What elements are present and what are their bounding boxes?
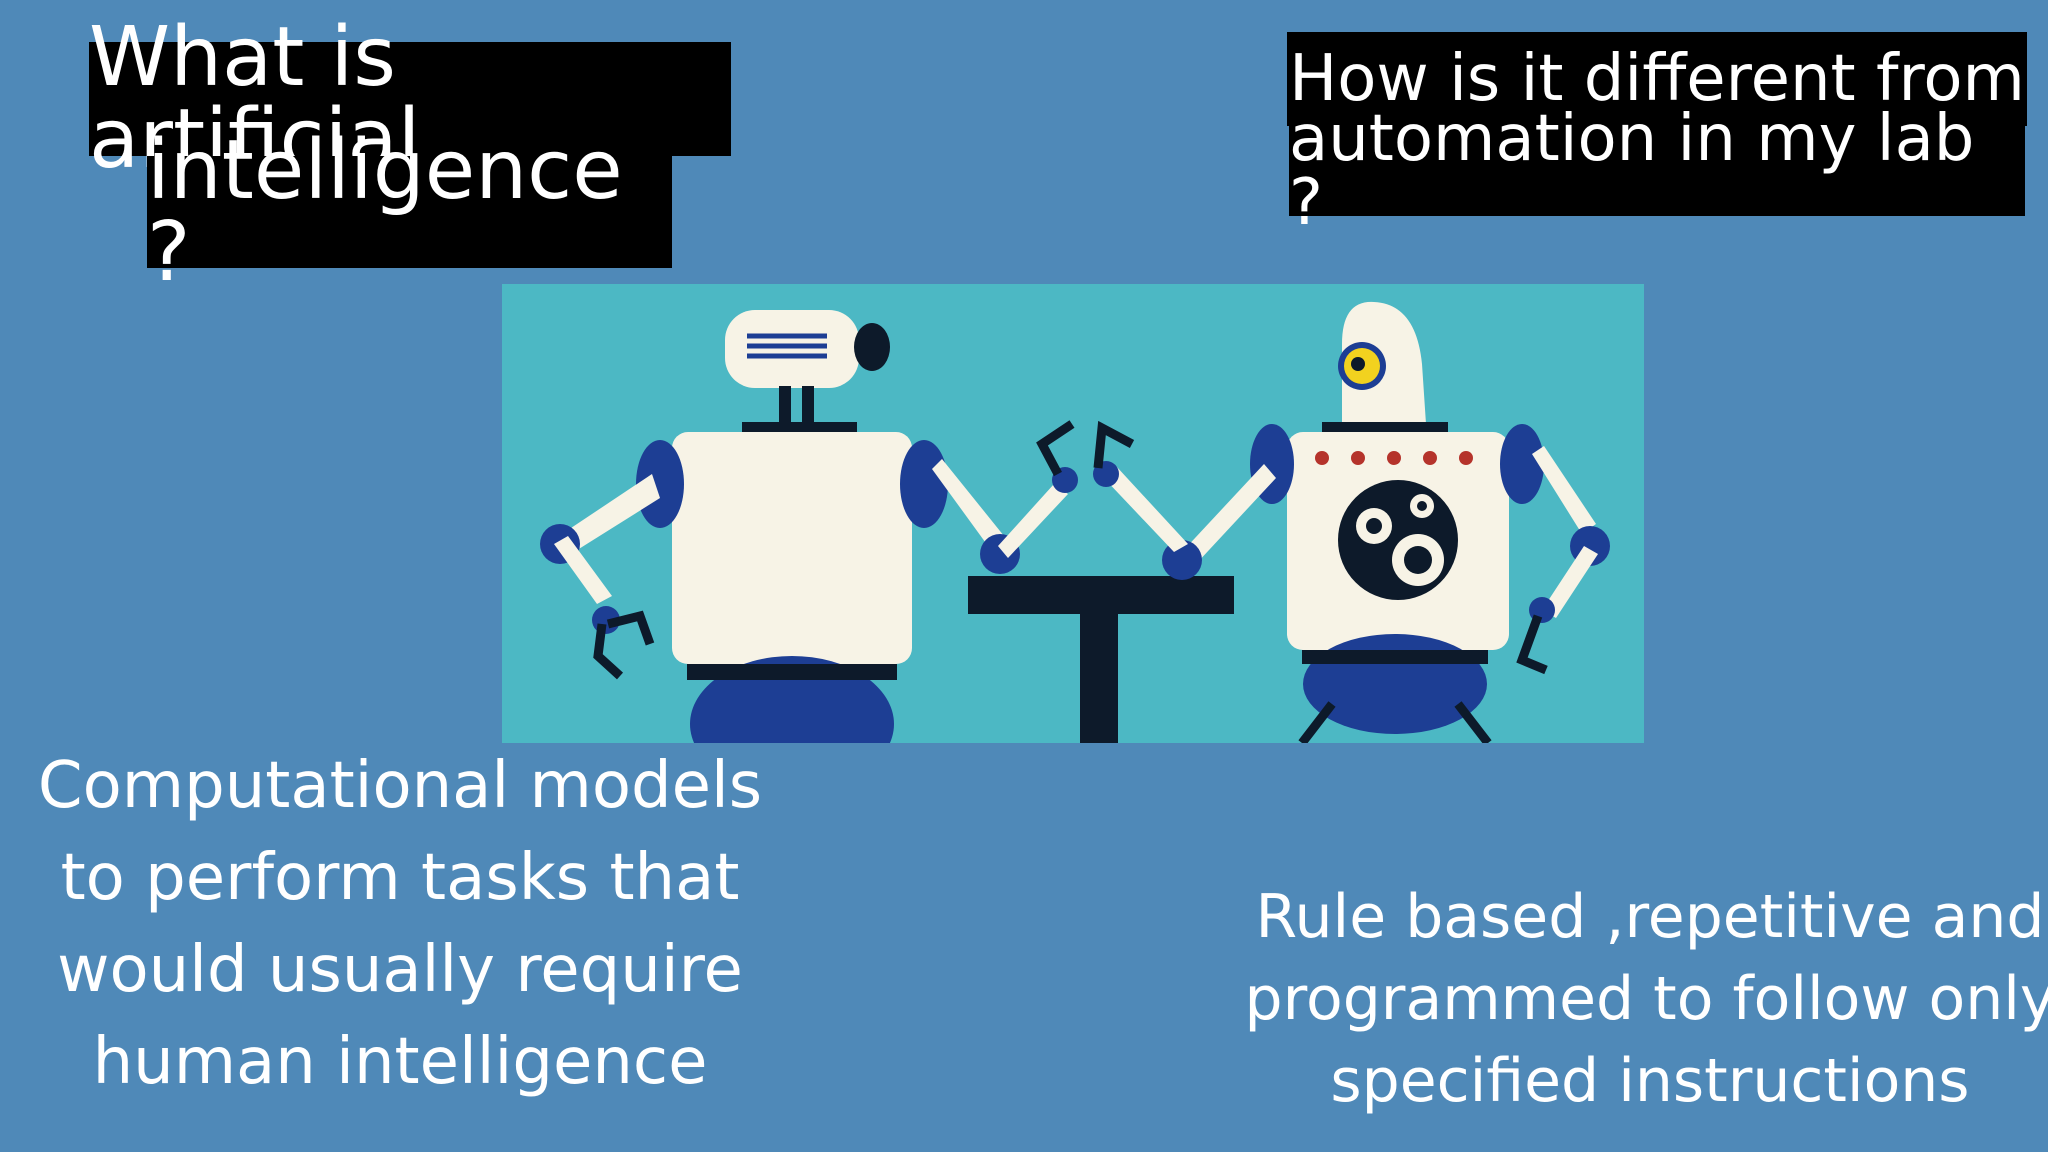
answer-ai-line-2: to perform tasks that xyxy=(60,841,740,915)
answer-ai-line-4: human intelligence xyxy=(92,1025,708,1099)
answer-automation-line-2: programmed to follow only xyxy=(1244,964,2048,1034)
answer-automation-definition: Rule based ,repetitive and programmed to… xyxy=(1240,876,2048,1122)
right-robot-icon xyxy=(1093,301,1610,743)
question-automation-line-2: automation in my lab ? xyxy=(1289,107,2025,235)
question-ai-line-2: intelligence ? xyxy=(147,130,672,294)
answer-automation-line-3: specified instructions xyxy=(1330,1046,1970,1116)
answer-automation-line-1: Rule based ,repetitive and xyxy=(1255,882,2045,952)
question-ai-line-1: What is artificial xyxy=(89,17,731,181)
question-automation-line-1: How is it different from xyxy=(1287,32,2027,126)
answer-ai-line-1: Computational models xyxy=(37,749,763,823)
answer-ai-line-3: would usually require xyxy=(57,933,743,1007)
answer-ai-definition: Computational models to perform tasks th… xyxy=(20,740,780,1108)
robots-arm-wrestling-illustration xyxy=(502,284,1644,743)
left-robot-icon xyxy=(540,310,1078,743)
